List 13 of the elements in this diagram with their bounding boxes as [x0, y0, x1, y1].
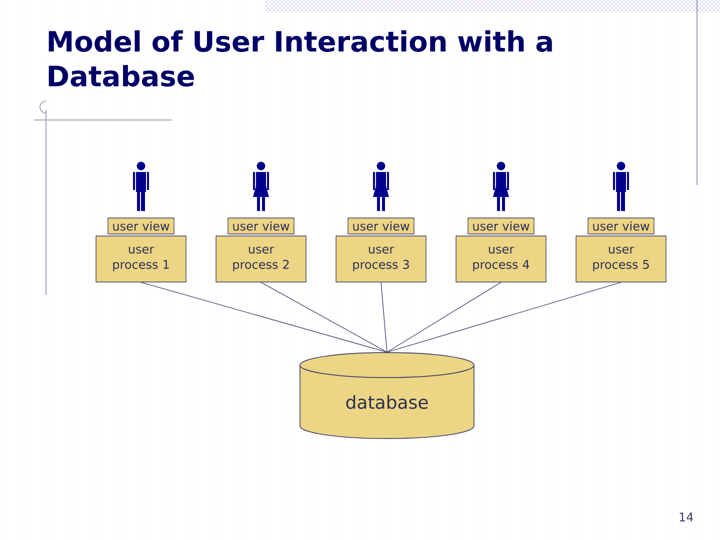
database-cylinder: database — [300, 352, 474, 439]
slide-title: Model of User Interaction with a Database — [48, 30, 552, 87]
connector-line — [140, 282, 388, 352]
view-box: user view — [228, 218, 294, 234]
connector-line — [260, 282, 388, 352]
connector-line — [380, 282, 388, 352]
page-number: 14 — [680, 512, 694, 522]
connector-line — [386, 282, 502, 352]
view-box: user view — [468, 218, 534, 234]
view-box: user view — [108, 218, 174, 234]
view-box: user view — [348, 218, 414, 234]
connector-line — [386, 282, 622, 352]
view-box: user view — [588, 218, 654, 234]
